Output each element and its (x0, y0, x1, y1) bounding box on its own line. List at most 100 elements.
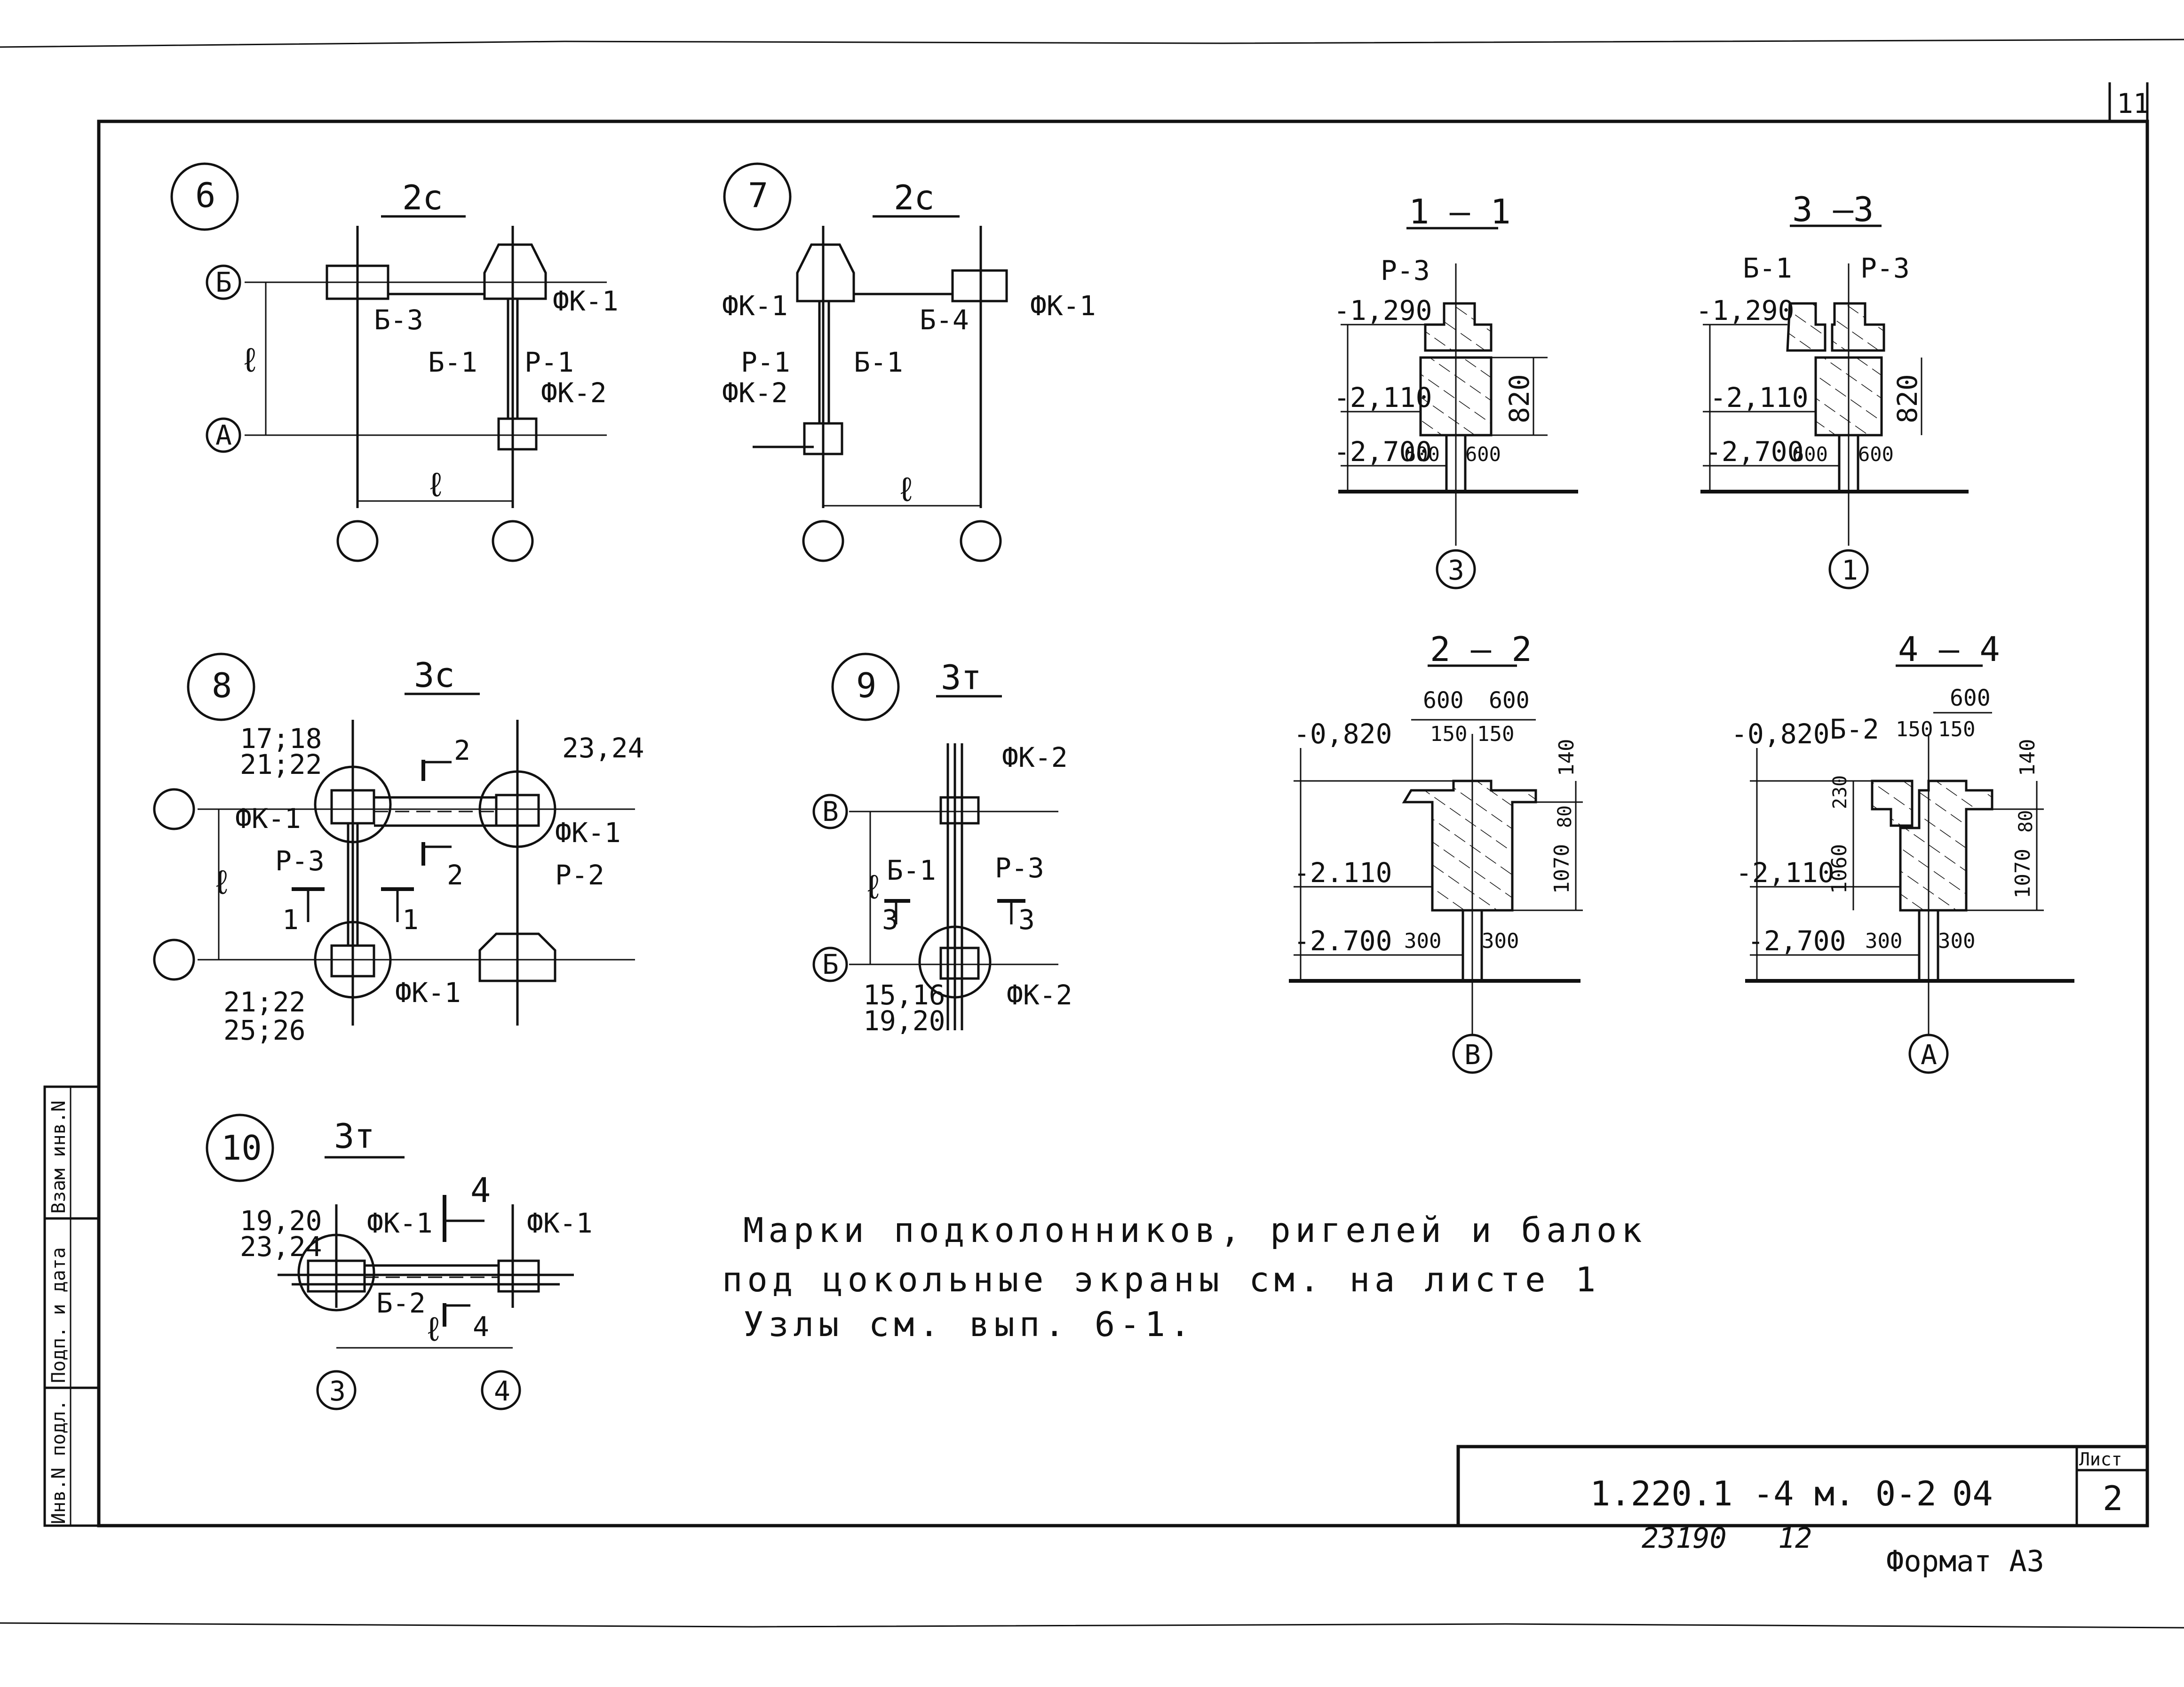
list-label: Лист (2079, 1449, 2122, 1470)
view-10-label-23-24: 23,24 (240, 1231, 322, 1263)
section-3-3-label-b1: Б-1 (1743, 252, 1792, 284)
view-8-label-21-22-top: 21;22 (240, 748, 322, 780)
section-2-2: 2 — 2 В 600 600 150 150 -0,820 140 80 10… (1289, 629, 1583, 1074)
section-4-4-dim-300-right: 300 (1938, 929, 1975, 953)
view-10-num: 10 (221, 1128, 262, 1168)
view-10-label-fk1-left: ФК-1 (367, 1207, 433, 1239)
section-1-1-dim-left: 600 (1404, 443, 1440, 466)
view-8-cut-2-bottom: 2 (447, 859, 463, 891)
general-note: Марки подколонников, ригелей и балок под… (722, 1210, 1647, 1344)
section-3-3-title: 3 —3 (1792, 190, 1874, 229)
view-6-label-b3: Б-3 (374, 304, 423, 336)
view-8-label-fk1-b: ФК-1 (555, 817, 621, 849)
section-4-4-title: 4 — 4 (1898, 629, 2000, 669)
view-8-cut-1-left: 1 (282, 904, 299, 936)
sheet-number-top: 11 (2117, 88, 2150, 119)
section-2-2-dim-150-left: 150 (1430, 722, 1467, 746)
section-2-2-dim-300-left: 300 (1404, 929, 1441, 953)
section-3-3-dim-left: 600 (1792, 443, 1828, 466)
view-10-axis-3: 3 (329, 1375, 346, 1407)
view-6-span-v: ℓ (240, 340, 260, 380)
section-4-4-dim-150-right: 150 (1938, 717, 1975, 741)
view-9-label-fk2-top: ФК-2 (1002, 741, 1068, 773)
view-6-label-fk1: ФК-1 (553, 285, 619, 317)
side-stamp-inv: Инв.N подл. (48, 1400, 70, 1524)
view-7: 7 2с ℓ ФК-1 Б-4 ФК-1 Р-1 Б-1 ФК-2 (722, 162, 1096, 562)
view-9-cut-3-right: 3 (1018, 904, 1035, 936)
view-10-label-19-20: 19,20 (240, 1205, 322, 1237)
view-8-label-fk1-c: ФК-1 (395, 977, 461, 1009)
view-10-axis-4: 4 (494, 1375, 510, 1407)
section-3-3-elev-1: -1,290 (1696, 294, 1795, 326)
view-6-label-fk2: ФК-2 (541, 377, 607, 409)
section-2-2-dim-300-right: 300 (1482, 929, 1519, 953)
view-6-axis-a: А (215, 419, 232, 451)
view-7-label-b4: Б-4 (920, 304, 969, 336)
section-2-2-elev-2: -2.110 (1294, 857, 1392, 889)
view-8-label-fk1-a: ФК-1 (235, 803, 301, 835)
view-10-label-fk1-right: ФК-1 (527, 1207, 593, 1239)
view-10-cut-4-bottom: 4 (473, 1311, 489, 1343)
note-line-2: под цокольные экраны см. на листе 1 (722, 1260, 1600, 1299)
doc-code: 1.220.1 -4 м. 0-2 (1590, 1474, 1937, 1513)
section-1-1-elev-2: -2,110 (1334, 382, 1432, 414)
section-4-4-dim-300-left: 300 (1865, 929, 1902, 953)
view-8: 8 3с ℓ 17;18 21;22 ФК-1 Р-3 1 (153, 653, 644, 1046)
view-10-cut-4-top: 4 (470, 1170, 491, 1210)
view-6-span-h: ℓ (426, 465, 446, 504)
view-7-label-fk1-right: ФК-1 (1030, 290, 1096, 322)
note-line-1: Марки подколонников, ригелей и балок (743, 1210, 1647, 1250)
section-4-4-elev-3: -2,700 (1747, 925, 1846, 957)
view-8-label-r2: Р-2 (555, 859, 604, 891)
section-2-2-elev-1: -0,820 (1294, 718, 1392, 750)
side-stamp-sign: Подп. и дата (48, 1247, 70, 1383)
view-8-label-25-26: 25;26 (223, 1014, 306, 1046)
section-1-1-axis: 3 (1448, 554, 1464, 586)
doc-suffix: 04 (1952, 1474, 1993, 1513)
section-4-4-dim-600: 600 (1950, 685, 1991, 711)
section-4-4-axis: А (1921, 1039, 1937, 1071)
view-9-label-19-20: 19,20 (863, 1005, 945, 1037)
section-3-3-elev-2: -2,110 (1710, 382, 1809, 414)
view-9-label-r3: Р-3 (995, 852, 1044, 884)
section-3-3-elev-3: -2,700 (1705, 436, 1804, 468)
view-7-span: ℓ (896, 469, 916, 509)
view-8-num: 8 (212, 666, 232, 705)
section-1-1-elev-1: -1,290 (1334, 294, 1432, 326)
side-stamp: Инв.N подл. Подп. и дата Взам инв.N (43, 1085, 100, 1527)
section-2-2-dim-140: 140 (1555, 739, 1579, 776)
view-8-label-23-24: 23,24 (562, 732, 644, 764)
view-8-label-21-22-bottom: 21;22 (223, 986, 306, 1018)
section-1-1-title: 1 — 1 (1409, 192, 1511, 231)
section-4-4-dim-230: 230 (1829, 775, 1851, 809)
section-2-2-dim-600-left: 600 (1423, 687, 1464, 714)
view-8-span: ℓ (212, 862, 232, 902)
view-7-label-fk1-left: ФК-1 (722, 290, 788, 322)
inv-sub: 12 (1778, 1522, 1812, 1555)
section-1-1-elev-3: -2,700 (1334, 436, 1432, 468)
section-1-1: 1 — 1 3 Р-3 -1,290 -2,110 -2,700 600 600… (1334, 192, 1578, 589)
view-9-span: ℓ (863, 867, 883, 907)
section-3-3-label-r3: Р-3 (1860, 252, 1910, 284)
section-4-4-dim-140: 140 (2016, 739, 2040, 776)
view-9-cut-3-left: 3 (882, 904, 898, 936)
view-9: 9 3т В Б ℓ ФК-2 Б-1 Р-3 3 3 15,16 19,20 … (812, 653, 1072, 1037)
view-10-title: 3т (334, 1116, 375, 1156)
view-6-title: 2с (402, 178, 443, 217)
list-number: 2 (2103, 1479, 2123, 1518)
view-9-axis-v: В (822, 796, 839, 828)
section-4-4-elev-1: -0,820 (1731, 718, 1830, 750)
view-8-cut-1-right: 1 (402, 904, 419, 936)
sheet-frame: 11 (0, 39, 2184, 1629)
section-1-1-label-r3: Р-3 (1381, 255, 1430, 286)
view-9-title: 3т (941, 658, 982, 697)
section-4-4-dim-150-left: 150 (1896, 717, 1933, 741)
section-4-4-dim-80: 80 (2015, 810, 2037, 833)
view-9-label-b1: Б-1 (887, 854, 936, 886)
view-7-label-b1: Б-1 (854, 346, 903, 378)
view-8-label-17-18: 17;18 (240, 723, 322, 755)
view-10-span: ℓ (423, 1309, 444, 1349)
view-9-label-15-16: 15,16 (863, 979, 945, 1011)
section-4-4-elev-2: -2,110 (1736, 857, 1835, 889)
